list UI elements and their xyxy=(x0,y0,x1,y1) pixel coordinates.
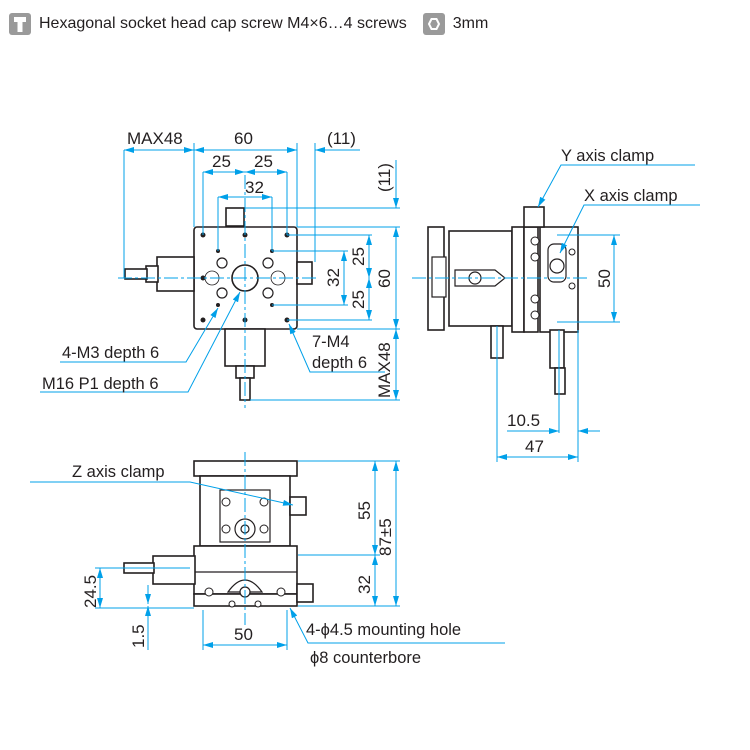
dim-height-50: 50 xyxy=(595,269,614,288)
callout-m4-line1: 7-M4 xyxy=(312,333,350,351)
z-clamp-knob xyxy=(289,496,307,516)
dim-height-24-5: 24.5 xyxy=(81,575,100,608)
callout-x-axis-clamp: X axis clamp xyxy=(584,187,678,205)
dim-pitch-25b: 25 xyxy=(254,152,273,171)
dim-width-50: 50 xyxy=(234,625,253,644)
dim-pitch-32-v: 32 xyxy=(324,268,343,287)
y-clamp-knob-side xyxy=(523,206,545,228)
dim-max48-bottom: MAX48 xyxy=(375,342,394,398)
dim-height-32: 32 xyxy=(355,575,374,594)
dim-height-55: 55 xyxy=(355,501,374,520)
hex-socket-screw-icon xyxy=(9,13,31,35)
x-clamp-knob-side xyxy=(549,258,565,274)
dim-pitch-32: 32 xyxy=(245,178,264,197)
callout-m16-hole: M16 P1 depth 6 xyxy=(42,375,159,393)
callout-m4-line2: depth 6 xyxy=(312,354,367,372)
dim-pitch-25a: 25 xyxy=(212,152,231,171)
dim-offset-11-right: (11) xyxy=(375,163,394,192)
dim-depth-47: 47 xyxy=(525,437,544,456)
side-view: 50 10.5 47 Y axis clamp X axis clamp xyxy=(412,147,700,462)
callout-y-axis-clamp: Y axis clamp xyxy=(561,147,654,165)
dim-height-87: 87±5 xyxy=(376,518,395,556)
callout-z-axis-clamp: Z axis clamp xyxy=(72,463,165,481)
wrench-size-text: 3mm xyxy=(452,15,489,32)
screw-spec-text: Hexagonal socket head cap screw M4×6…4 s… xyxy=(39,15,407,32)
dim-offset-10-5: 10.5 xyxy=(507,411,540,430)
header-legend: Hexagonal socket head cap screw M4×6…4 s… xyxy=(9,11,488,37)
callout-counterbore: ϕ8 counterbore xyxy=(310,649,421,667)
dim-pitch-25-v-b: 25 xyxy=(349,290,368,309)
dim-pitch-25-v-a: 25 xyxy=(349,247,368,266)
dim-height-1-5: 1.5 xyxy=(129,624,148,648)
front-micrometer xyxy=(152,555,196,585)
dim-offset-11-top: (11) xyxy=(327,129,356,148)
x-clamp-knob xyxy=(296,261,313,285)
top-view: MAX48 60 (11) 25 25 32 (11) 32 25 25 60 … xyxy=(40,129,400,408)
front-view: 55 87±5 32 24.5 1.5 50 Z axis clamp 4-ϕ4… xyxy=(30,452,505,667)
dim-height-60: 60 xyxy=(375,269,394,288)
x-micrometer xyxy=(124,256,195,292)
hex-wrench-icon xyxy=(422,13,445,35)
callout-mounting-hole: 4-ϕ4.5 mounting hole xyxy=(306,621,461,639)
callout-m3-holes: 4-M3 depth 6 xyxy=(62,344,159,362)
dim-width-60: 60 xyxy=(234,129,253,148)
dim-max48-left: MAX48 xyxy=(127,129,183,148)
y-clamp-knob xyxy=(225,207,245,227)
